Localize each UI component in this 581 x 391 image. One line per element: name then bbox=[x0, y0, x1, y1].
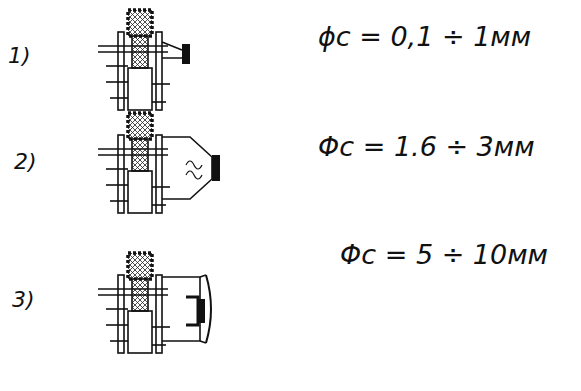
dimension-formula: ϕc = 0,1 ÷ 1мм bbox=[318, 22, 531, 52]
figure-number: 3) bbox=[12, 288, 35, 312]
relay-sketch-2 bbox=[98, 113, 220, 213]
relay-sketch-1 bbox=[98, 10, 190, 110]
dimension-formula: Φc = 1.6 ÷ 3мм bbox=[318, 132, 535, 162]
relay-sketch-3 bbox=[98, 253, 211, 353]
figure-number: 1) bbox=[8, 44, 31, 68]
figure-number: 2) bbox=[14, 150, 37, 174]
dimension-formula: Φc = 5 ÷ 10мм bbox=[340, 240, 548, 270]
